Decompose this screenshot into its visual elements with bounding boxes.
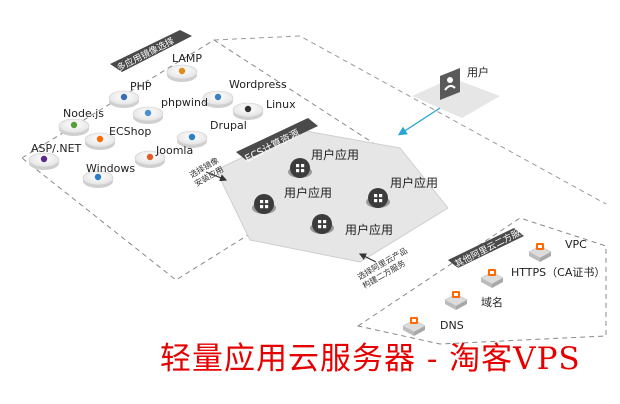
- service-label-vpc: VPC: [565, 238, 587, 251]
- app-disks-group: [28, 64, 264, 188]
- drupal-logo-icon: [176, 130, 208, 148]
- ecs-app-node-icon: [310, 214, 334, 234]
- lamp-logo-icon: [166, 64, 198, 82]
- phpwind-logo-icon: [132, 106, 164, 124]
- app-label-drupal: Drupal: [210, 119, 247, 132]
- windows-logo-icon: [82, 170, 114, 188]
- aspnet-logo-icon: [28, 152, 60, 170]
- user-body-icon: [444, 84, 456, 91]
- ecs-title-bg: [236, 118, 318, 160]
- user-avatar-icon: [447, 77, 453, 83]
- apps-panel-title-bg: [110, 30, 192, 72]
- ecs-nodes-group: [252, 158, 390, 234]
- ecs-app-label-2: 用户应用: [284, 186, 333, 200]
- services-to-ecs-arrow: [358, 253, 377, 263]
- service-label-https: HTTPS（CA证书）: [511, 266, 606, 279]
- service-label-dns: DNS: [440, 319, 464, 332]
- ecs-app-label-1: 用户应用: [311, 148, 360, 162]
- app-label-nodejs: Node.js: [63, 107, 104, 120]
- app-label-phpwind: phpwind: [161, 96, 208, 109]
- app-label-joomla: Joomla: [156, 144, 194, 157]
- domain-icon: [444, 291, 468, 310]
- linux-logo-icon: [232, 102, 264, 120]
- user-platform: [412, 78, 500, 118]
- user-to-ecs-connector: [397, 107, 441, 136]
- app-label-ecshop: ECShop: [109, 125, 152, 138]
- vpc-icon: [528, 243, 552, 262]
- https-cert-icon: [480, 269, 504, 288]
- joomla-logo-icon: [134, 150, 166, 168]
- app-label-linux: Linux: [266, 98, 296, 111]
- app-label-windows: Windows: [86, 162, 136, 175]
- ecs-app-node-icon: [288, 158, 312, 178]
- php-logo-icon: [108, 90, 140, 108]
- app-label-wordpress: Wordpress: [229, 78, 287, 91]
- user-label: 用户: [467, 66, 489, 79]
- outer-dashed-edge: [213, 35, 607, 205]
- app-label-aspnet: ASP/.NET: [31, 142, 82, 155]
- services-panel-title-bg: [448, 228, 524, 268]
- watermark-text: 轻量应用云服务器 - 淘客VPS: [160, 341, 581, 377]
- ecshop-logo-icon: [84, 132, 116, 150]
- ecs-app-node-icon: [366, 188, 390, 208]
- dns-icon: [402, 317, 426, 336]
- user-device-icon: [440, 68, 460, 100]
- services-platform-outline: [356, 217, 607, 345]
- service-label-domain: 域名: [481, 296, 503, 309]
- ecs-app-node-icon: [252, 194, 276, 214]
- service-icons-group: [402, 243, 552, 336]
- nodejs-logo-icon: [58, 118, 90, 136]
- wordpress-logo-icon: [202, 90, 234, 108]
- apps-to-ecs-arrow: [205, 171, 228, 182]
- app-label-lamp: LAMP: [172, 52, 203, 65]
- app-label-php: PHP: [130, 80, 152, 93]
- ecs-app-label-3: 用户应用: [390, 176, 439, 190]
- ecs-app-label-4: 用户应用: [345, 223, 394, 237]
